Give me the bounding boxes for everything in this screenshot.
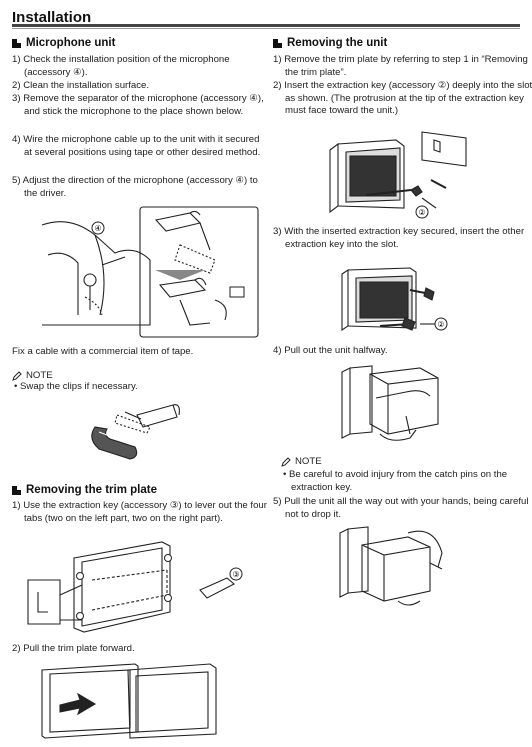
callout-accessory-4: ④	[94, 224, 101, 233]
mic-caption: Fix a cable with a commercial item of ta…	[12, 346, 194, 357]
title-rule-thin	[12, 28, 520, 29]
microphone-clip-illustration	[85, 397, 185, 465]
section-microphone-unit: Microphone unit	[12, 37, 115, 49]
unit-step-2: 2) Insert the extraction key (accessory …	[273, 80, 532, 117]
section-square-icon	[273, 38, 282, 48]
unit-note-heading: NOTE	[281, 456, 322, 467]
second-extraction-key-illustration: ②	[340, 264, 460, 339]
section-removing-trim-plate: Removing the trim plate	[12, 484, 157, 496]
mic-step-3: 3) Remove the separator of the microphon…	[12, 93, 264, 117]
callout-accessory-2b: ②	[437, 320, 444, 329]
trim-step-2: 2) Pull the trim plate forward.	[12, 643, 135, 654]
callout-accessory-2: ②	[418, 208, 425, 217]
section-removing-unit: Removing the unit	[273, 37, 387, 49]
mic-step-4: 4) Wire the microphone cable up to the u…	[12, 134, 261, 158]
pencil-icon	[281, 456, 291, 467]
unit-step-3: 3) With the inserted extraction key secu…	[273, 226, 525, 250]
note-text: Swap the clips if necessary.	[20, 381, 138, 392]
unit-step-1: 1) Remove the trim plate by referring to…	[273, 54, 528, 78]
note-title: NOTE	[295, 456, 322, 467]
section-square-icon	[12, 38, 21, 48]
pencil-icon	[12, 370, 22, 381]
note-title: NOTE	[26, 370, 53, 381]
title-rule	[12, 24, 520, 27]
page-title: Installation	[12, 9, 92, 26]
section-square-icon	[12, 485, 21, 495]
callout-accessory-3: ③	[232, 570, 239, 579]
mic-step-2: 2) Clean the installation surface.	[12, 80, 150, 91]
unit-step-5: 5) Pull the unit all the way out with yo…	[273, 496, 529, 520]
microphone-installation-illustration: ④	[40, 205, 262, 340]
trim-plate-lever-illustration: ③	[22, 540, 247, 640]
section-title: Microphone unit	[26, 37, 116, 49]
mic-note-item: • Swap the clips if necessary.	[14, 381, 138, 392]
trim-plate-pull-illustration	[40, 660, 220, 742]
arrow-down-icon	[155, 270, 205, 280]
pull-unit-halfway-illustration	[340, 364, 450, 449]
insert-extraction-key-illustration: ②	[326, 130, 468, 220]
mic-step-1: 1) Check the installation position of th…	[12, 54, 230, 78]
trim-step-1: 1) Use the extraction key (accessory ③) …	[12, 500, 267, 524]
mic-step-5: 5) Adjust the direction of the microphon…	[12, 175, 258, 199]
section-title: Removing the unit	[287, 37, 388, 49]
section-title: Removing the trim plate	[26, 484, 157, 496]
unit-step-4: 4) Pull out the unit halfway.	[273, 345, 388, 356]
unit-note-item: • Be careful to avoid injury from the ca…	[283, 469, 508, 493]
pull-unit-out-illustration	[338, 523, 450, 609]
mic-note-heading: NOTE	[12, 370, 53, 381]
note-text: Be careful to avoid injury from the catc…	[289, 469, 508, 493]
